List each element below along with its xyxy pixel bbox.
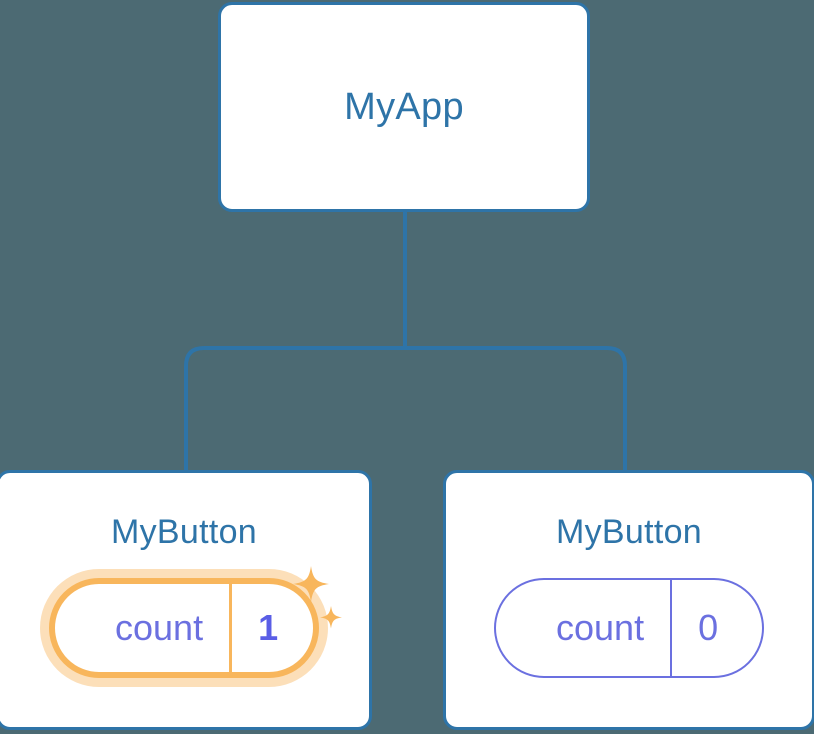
state-pill-wrapper: count 1 bbox=[0, 566, 369, 678]
state-value: 1 bbox=[229, 584, 334, 672]
state-value: 0 bbox=[670, 580, 774, 676]
node-mybutton-1[interactable]: MyButton count 0 bbox=[443, 470, 814, 730]
node-mybutton-0[interactable]: MyButton count 1 bbox=[0, 470, 372, 730]
node-title: MyButton bbox=[110, 513, 258, 551]
state-key: count bbox=[556, 607, 645, 648]
edge-to-child-1 bbox=[405, 346, 627, 470]
state-pill-wrapper: count 0 bbox=[446, 578, 812, 678]
state-key: count bbox=[115, 607, 204, 648]
state-pill-highlighted[interactable]: count 1 bbox=[49, 566, 342, 678]
node-title: MyApp bbox=[344, 85, 464, 128]
node-title: MyButton bbox=[555, 513, 703, 551]
edge-to-child-0 bbox=[184, 346, 405, 470]
node-myapp[interactable]: MyApp bbox=[218, 2, 590, 212]
state-pill[interactable]: count 0 bbox=[494, 578, 764, 678]
